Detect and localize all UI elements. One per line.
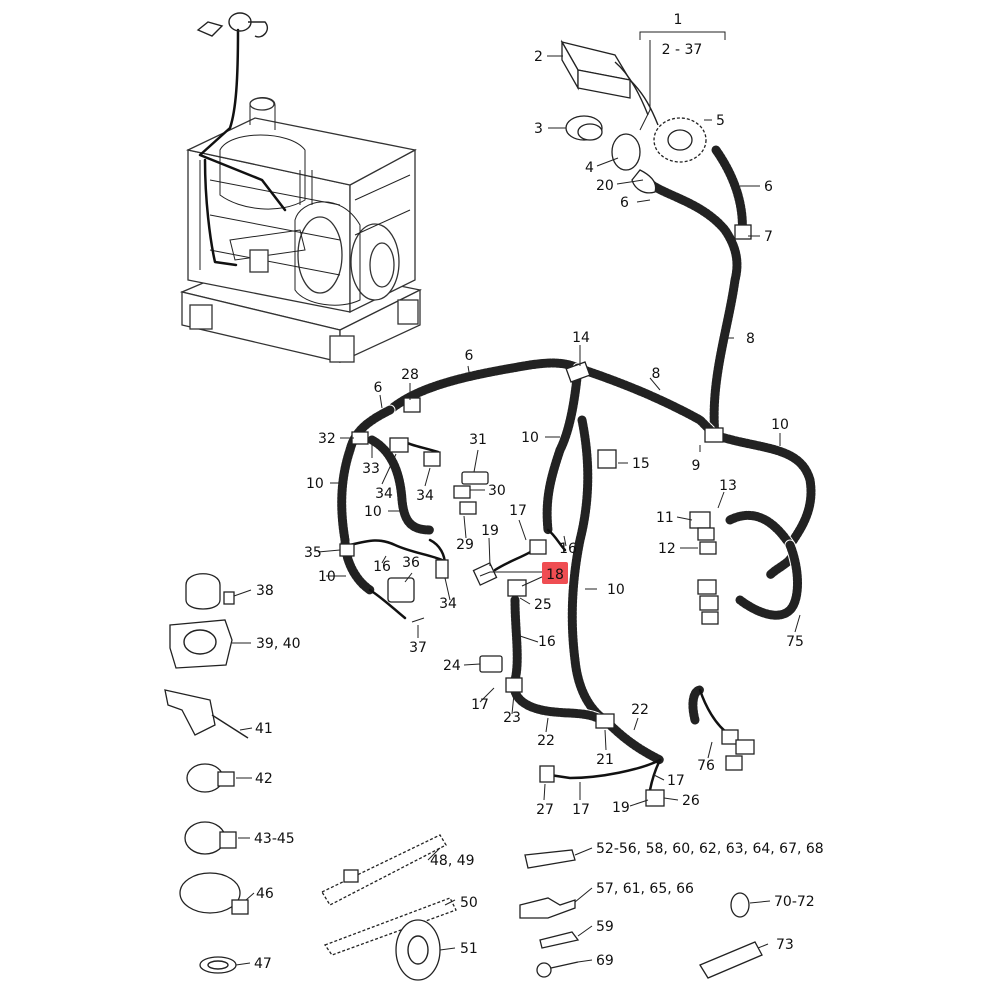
- label-29: 29: [456, 537, 474, 553]
- label-57-66: 57, 61, 65, 66: [596, 881, 694, 897]
- label-42: 42: [255, 771, 273, 787]
- label-31: 31: [469, 432, 487, 448]
- label-7: 7: [764, 229, 773, 245]
- label-16b: 16: [373, 559, 391, 575]
- label-20: 20: [596, 178, 614, 194]
- label-46: 46: [256, 886, 274, 902]
- label-43-45: 43-45: [254, 831, 295, 847]
- label-33: 33: [362, 461, 380, 477]
- label-17a: 17: [509, 503, 527, 519]
- label-5: 5: [716, 113, 725, 129]
- label-2: 2: [534, 49, 543, 65]
- label-59: 59: [596, 919, 614, 935]
- label-22a: 22: [537, 733, 555, 749]
- label-76: 76: [697, 758, 715, 774]
- label-47: 47: [254, 956, 272, 972]
- top-connectors: [560, 39, 707, 194]
- label-17b: 17: [471, 697, 489, 713]
- highlight-box: [542, 562, 568, 584]
- tie-straps: [321, 834, 457, 981]
- main-harness: [336, 144, 817, 792]
- engine-illustration: [179, 12, 422, 364]
- label-6c: 6: [465, 348, 474, 364]
- label-37: 37: [409, 640, 427, 656]
- label-18-highlighted: 18: [546, 567, 564, 583]
- label-22b: 22: [631, 702, 649, 718]
- label-39-40: 39, 40: [256, 636, 301, 652]
- callout-labels: 1 2 - 37 2 3 4 5 20 6 6 7 8 14 6 8 28 6 …: [254, 12, 824, 972]
- label-34c: 34: [439, 596, 457, 612]
- label-75: 75: [786, 634, 804, 650]
- harness-connectors: [339, 224, 755, 807]
- label-4: 4: [585, 160, 594, 176]
- label-38: 38: [256, 583, 274, 599]
- label-13: 13: [719, 478, 737, 494]
- label-25: 25: [534, 597, 552, 613]
- label-2-37: 2 - 37: [662, 42, 703, 58]
- terminals: [519, 849, 763, 979]
- label-3: 3: [534, 121, 543, 137]
- label-51: 51: [460, 941, 478, 957]
- label-70-72: 70-72: [774, 894, 815, 910]
- label-16c: 16: [538, 634, 556, 650]
- label-41: 41: [255, 721, 273, 737]
- label-1: 1: [674, 12, 683, 28]
- label-28: 28: [401, 367, 419, 383]
- label-10e: 10: [318, 569, 336, 585]
- label-34a: 34: [375, 486, 393, 502]
- label-10a: 10: [771, 417, 789, 433]
- label-17d: 17: [572, 802, 590, 818]
- label-12: 12: [658, 541, 676, 557]
- label-36: 36: [402, 555, 420, 571]
- label-35: 35: [304, 545, 322, 561]
- label-17c: 17: [667, 773, 685, 789]
- label-10f: 10: [607, 582, 625, 598]
- label-16a: 16: [559, 541, 577, 557]
- label-9: 9: [692, 458, 701, 474]
- label-27: 27: [536, 802, 554, 818]
- label-26: 26: [682, 793, 700, 809]
- label-23: 23: [503, 710, 521, 726]
- label-34b: 34: [416, 488, 434, 504]
- label-48-49: 48, 49: [430, 853, 475, 869]
- label-19b: 19: [612, 800, 630, 816]
- label-21: 21: [596, 752, 614, 768]
- label-15: 15: [632, 456, 650, 472]
- leader-lines: [232, 31, 801, 966]
- label-10c: 10: [521, 430, 539, 446]
- label-6d: 6: [374, 380, 383, 396]
- label-14: 14: [572, 330, 590, 346]
- label-10b: 10: [306, 476, 324, 492]
- label-11: 11: [656, 510, 674, 526]
- label-30: 30: [488, 483, 506, 499]
- label-52-68: 52-56, 58, 60, 62, 63, 64, 67, 68: [596, 841, 824, 857]
- label-50: 50: [460, 895, 478, 911]
- label-32: 32: [318, 431, 336, 447]
- label-8b: 8: [652, 366, 661, 382]
- label-69: 69: [596, 953, 614, 969]
- label-19a: 19: [481, 523, 499, 539]
- label-6b: 6: [764, 179, 773, 195]
- label-8a: 8: [746, 331, 755, 347]
- label-10d: 10: [364, 504, 382, 520]
- label-6a: 6: [620, 195, 629, 211]
- label-73: 73: [776, 937, 794, 953]
- clips-column: [164, 573, 249, 974]
- label-24: 24: [443, 658, 461, 674]
